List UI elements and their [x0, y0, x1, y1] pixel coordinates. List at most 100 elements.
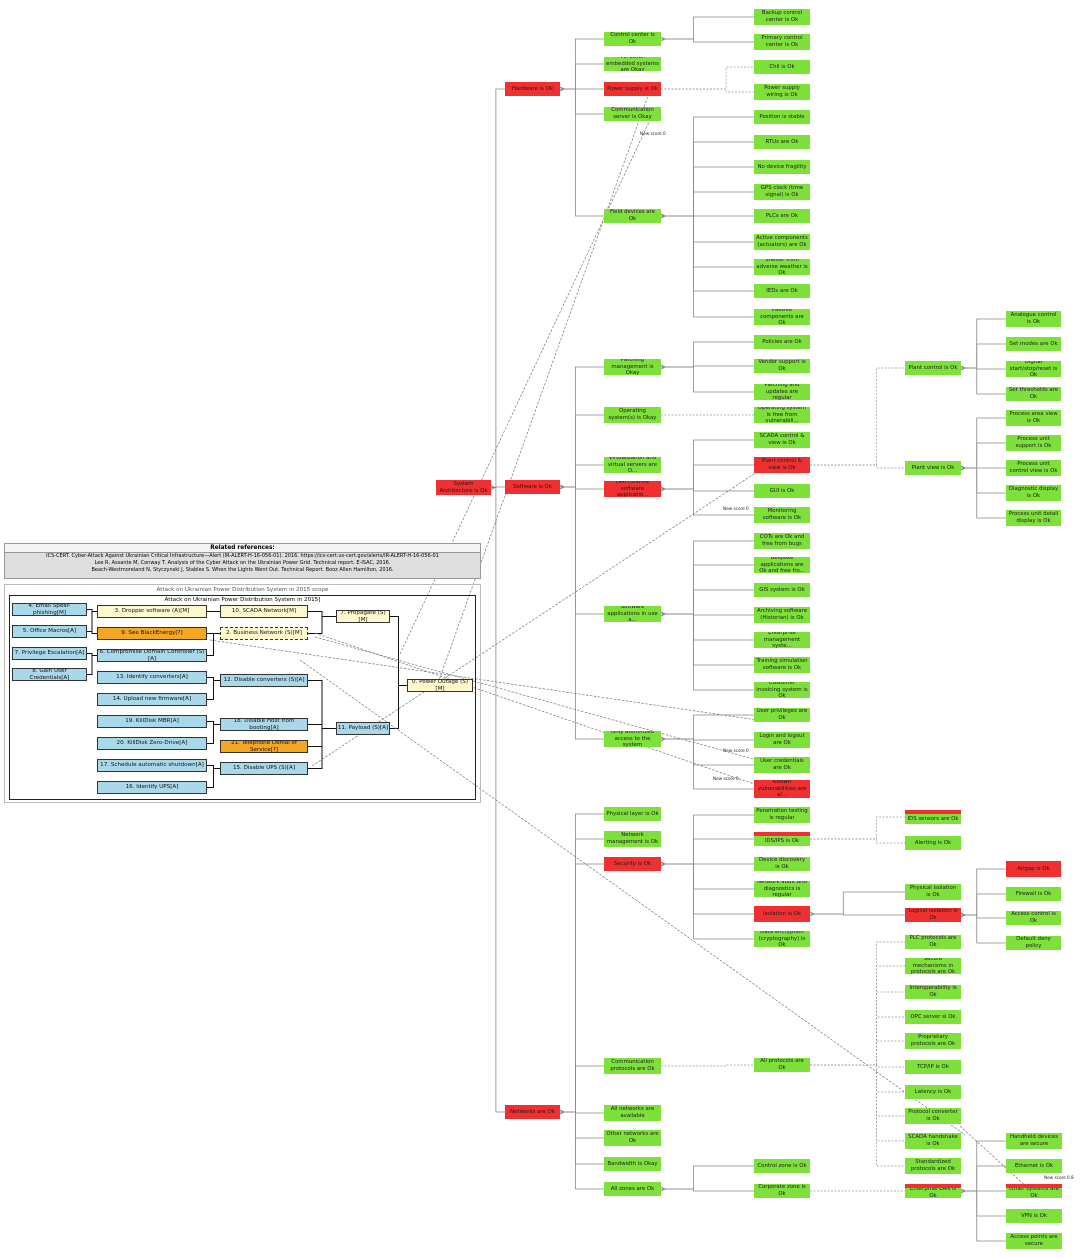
goal-node-acc[interactable]: Access control is Ok — [1006, 911, 1061, 925]
goal-node-hand[interactable]: Handheld devices are secure — [1006, 1133, 1062, 1149]
goal-node-alln[interactable]: All networks are available — [604, 1105, 661, 1121]
goal-node-ap[interactable]: Access points are secure — [1006, 1233, 1062, 1249]
goal-node-allp[interactable]: All protocols are Ok — [754, 1058, 810, 1072]
goal-node-alt[interactable]: Alerting is Ok — [905, 836, 961, 850]
goal-node-othn[interactable]: Other networks are Ok — [604, 1130, 661, 1146]
goal-node-prop[interactable]: Proprietary protocols are Ok — [905, 1033, 961, 1049]
goal-node-pus[interactable]: Process unit support is Ok — [1006, 435, 1061, 451]
goal-node-comp[interactable]: Communication protocols are Ok — [604, 1058, 661, 1074]
goal-node-allz[interactable]: All zones are Ok — [604, 1182, 661, 1196]
goal-node-idsips[interactable]: IDS/IPS is Ok — [754, 832, 810, 846]
attack-step-a3[interactable]: 3. Dropper software (A)[M] — [97, 605, 207, 618]
goal-node-cots[interactable]: COTs are Ok and free from bugs — [754, 533, 810, 549]
goal-node-piso[interactable]: Physical isolation is Ok — [905, 884, 961, 900]
goal-node-hmi[interactable]: HMI runtime software applicatio... — [604, 481, 661, 497]
goal-node-pat[interactable]: Patching management is Okay — [604, 359, 661, 375]
goal-node-nad[interactable]: Network audit and diagnostics is regular — [754, 881, 810, 897]
goal-node-gui[interactable]: GUI is Ok — [754, 484, 810, 498]
goal-node-rtu[interactable]: RTUs are Ok — [754, 135, 810, 149]
goal-node-ied[interactable]: IEDs are Ok — [754, 284, 810, 298]
goal-node-pav[interactable]: Process area view is Ok — [1006, 410, 1061, 426]
goal-node-sw[interactable]: Software is Ok — [505, 480, 560, 494]
goal-node-os[interactable]: Operating system(s) is Okay — [604, 407, 661, 423]
goal-node-vs[interactable]: Vendor support is Ok — [754, 359, 810, 373]
attack-step-a19[interactable]: 19. KillDisk MBR[A] — [97, 715, 207, 728]
goal-node-lat[interactable]: Latency is Ok — [905, 1085, 961, 1099]
attack-step-a21[interactable]: 21. Telephone Denial of Service[?] — [220, 740, 308, 753]
goal-node-cs[interactable]: Communication server is Okay — [604, 107, 661, 121]
goal-node-plcp[interactable]: PLC protocols are Ok — [905, 935, 961, 949]
attack-step-a20[interactable]: 20. KillDisk Zero-Drive[A] — [97, 737, 207, 750]
attack-step-a0[interactable]: 0. Power Outage (S)[M] — [407, 679, 473, 692]
goal-node-auth[interactable]: Only authorized access to the system — [604, 731, 661, 747]
goal-node-scdh[interactable]: SCADA handshake is Ok — [905, 1133, 961, 1149]
goal-node-fw[interactable]: Firewall is Ok — [1006, 887, 1061, 901]
goal-node-liso[interactable]: Logical isolation is Ok — [905, 908, 961, 922]
goal-node-czone[interactable]: Control zone is Ok — [754, 1159, 810, 1173]
goal-node-gis[interactable]: GIS system is Ok — [754, 583, 810, 597]
goal-node-pcv[interactable]: Plant control & view is Ok — [754, 457, 810, 473]
goal-node-dd[interactable]: Diagnostic display is Ok — [1006, 485, 1061, 501]
goal-node-psw[interactable]: Power supply wiring is Ok — [754, 84, 810, 100]
attack-step-a4[interactable]: 4. Email Spear-phishing[M] — [12, 603, 87, 616]
attack-step-a15[interactable]: 15. Disable UPS (S)[A] — [220, 762, 308, 775]
goal-node-enc[interactable]: Data encryption (cryptography) is Ok — [754, 931, 810, 947]
goal-node-pos[interactable]: Position is stable — [754, 110, 810, 124]
goal-node-up[interactable]: User privileges are Ok — [754, 708, 810, 722]
attack-step-a16[interactable]: 16. Identify UPS[A] — [97, 781, 207, 794]
goal-node-pol[interactable]: Policies are Ok — [754, 335, 810, 349]
goal-node-pc[interactable]: Plant control is Ok — [905, 361, 961, 375]
goal-node-root[interactable]: System Architecture is Ok — [436, 480, 491, 495]
goal-node-ndf[interactable]: No device fragility — [754, 160, 810, 174]
attack-step-a6[interactable]: 6. Compromise Domain Controller (S)[A] — [97, 649, 207, 662]
attack-step-a14[interactable]: 14. Upload new firmware[A] — [97, 693, 207, 706]
goal-node-oths[interactable]: Other systems are Ok — [1006, 1184, 1062, 1198]
goal-node-sapp[interactable]: Software applications in use a... — [604, 606, 661, 622]
goal-node-sth[interactable]: Set thresholds are Ok — [1006, 387, 1061, 401]
goal-node-dft[interactable]: Default deny policy — [1006, 936, 1061, 950]
goal-node-osf[interactable]: Operating system is free from vulnerabil… — [754, 407, 810, 423]
attack-step-a7[interactable]: 7. Propagate (S)[M] — [336, 610, 390, 623]
goal-node-virt[interactable]: Virtualization and virtual servers are O… — [604, 457, 661, 473]
goal-node-phy[interactable]: Physical layer is Ok — [604, 807, 661, 821]
goal-node-fd[interactable]: Field devices are Ok — [604, 209, 661, 223]
goal-node-eth[interactable]: Ethernet is Ok — [1006, 1159, 1062, 1173]
goal-node-pcc[interactable]: Primary control center is Ok — [754, 34, 810, 50]
goal-node-cc[interactable]: Control center is Ok — [604, 32, 661, 46]
goal-node-pas[interactable]: Passive components are Ok — [754, 309, 810, 325]
goal-node-uc[interactable]: User credentials are Ok — [754, 757, 810, 773]
goal-node-net[interactable]: Networks are Ok — [505, 1105, 560, 1119]
goal-node-mon[interactable]: Monitoring software is Ok — [754, 507, 810, 523]
attack-step-a12[interactable]: 12. Disable converters (S)[A] — [220, 674, 308, 687]
attack-step-a10[interactable]: 10. SCADA Network[M] — [220, 605, 308, 618]
goal-node-pud[interactable]: Process unit detail display is Ok — [1006, 510, 1061, 526]
goal-node-ems[interactable]: Enterprise management syste... — [754, 632, 810, 648]
goal-node-besp[interactable]: Bespoke applications are Ok and free fro… — [754, 557, 810, 573]
goal-node-air[interactable]: Airgap is Ok — [1006, 861, 1061, 877]
goal-node-smo[interactable]: Set modes are Ok — [1006, 337, 1061, 351]
goal-node-pau[interactable]: Patching and updates are regular — [754, 384, 810, 400]
goal-node-shel[interactable]: Shelter from adverse weather is Ok — [754, 259, 810, 275]
goal-node-scv[interactable]: SCADA control & view is Ok — [754, 432, 810, 448]
goal-node-trn[interactable]: Training simulation software is Ok — [754, 657, 810, 673]
goal-node-bcc[interactable]: Backup control center is Ok — [754, 9, 810, 25]
goal-node-dig[interactable]: Digital start/stop/reset is Ok — [1006, 361, 1061, 377]
goal-node-pen[interactable]: Penetration testing is regular — [754, 807, 810, 823]
goal-node-pv[interactable]: Plant view is Ok — [905, 461, 961, 475]
goal-node-elan[interactable]: Enterprise LAN is Ok — [905, 1184, 961, 1198]
goal-node-puc[interactable]: Process unit control view is Ok — [1006, 460, 1061, 476]
goal-node-bw[interactable]: Bandwidth is Okay — [604, 1157, 661, 1171]
goal-node-ids[interactable]: IDS sensors are Ok — [905, 810, 961, 824]
goal-node-vpn[interactable]: VPN is Ok — [1006, 1209, 1062, 1223]
goal-node-ps[interactable]: Power supply is Ok — [604, 82, 661, 96]
attack-step-a11[interactable]: 11. Payload (S)[A] — [336, 722, 390, 735]
goal-node-gps[interactable]: GPS clock (time signal) is Ok — [754, 184, 810, 200]
goal-node-hw[interactable]: Hardware is Ok — [505, 82, 560, 96]
goal-node-emb[interactable]: All other embedded systems are Okay — [604, 57, 661, 71]
attack-step-a7p[interactable]: 7. Privilege Escalation[A] — [12, 647, 87, 660]
attack-step-a5[interactable]: 5. Office Macros[A] — [12, 625, 87, 638]
goal-node-corp[interactable]: Corporate zone is Ok — [754, 1184, 810, 1198]
attack-step-a17[interactable]: 17. Schedule automatic shutdown[A] — [97, 759, 207, 772]
goal-node-chil[interactable]: Chil is Ok — [754, 60, 810, 74]
goal-node-stdp[interactable]: Standardized protocols are Ok — [905, 1158, 961, 1174]
